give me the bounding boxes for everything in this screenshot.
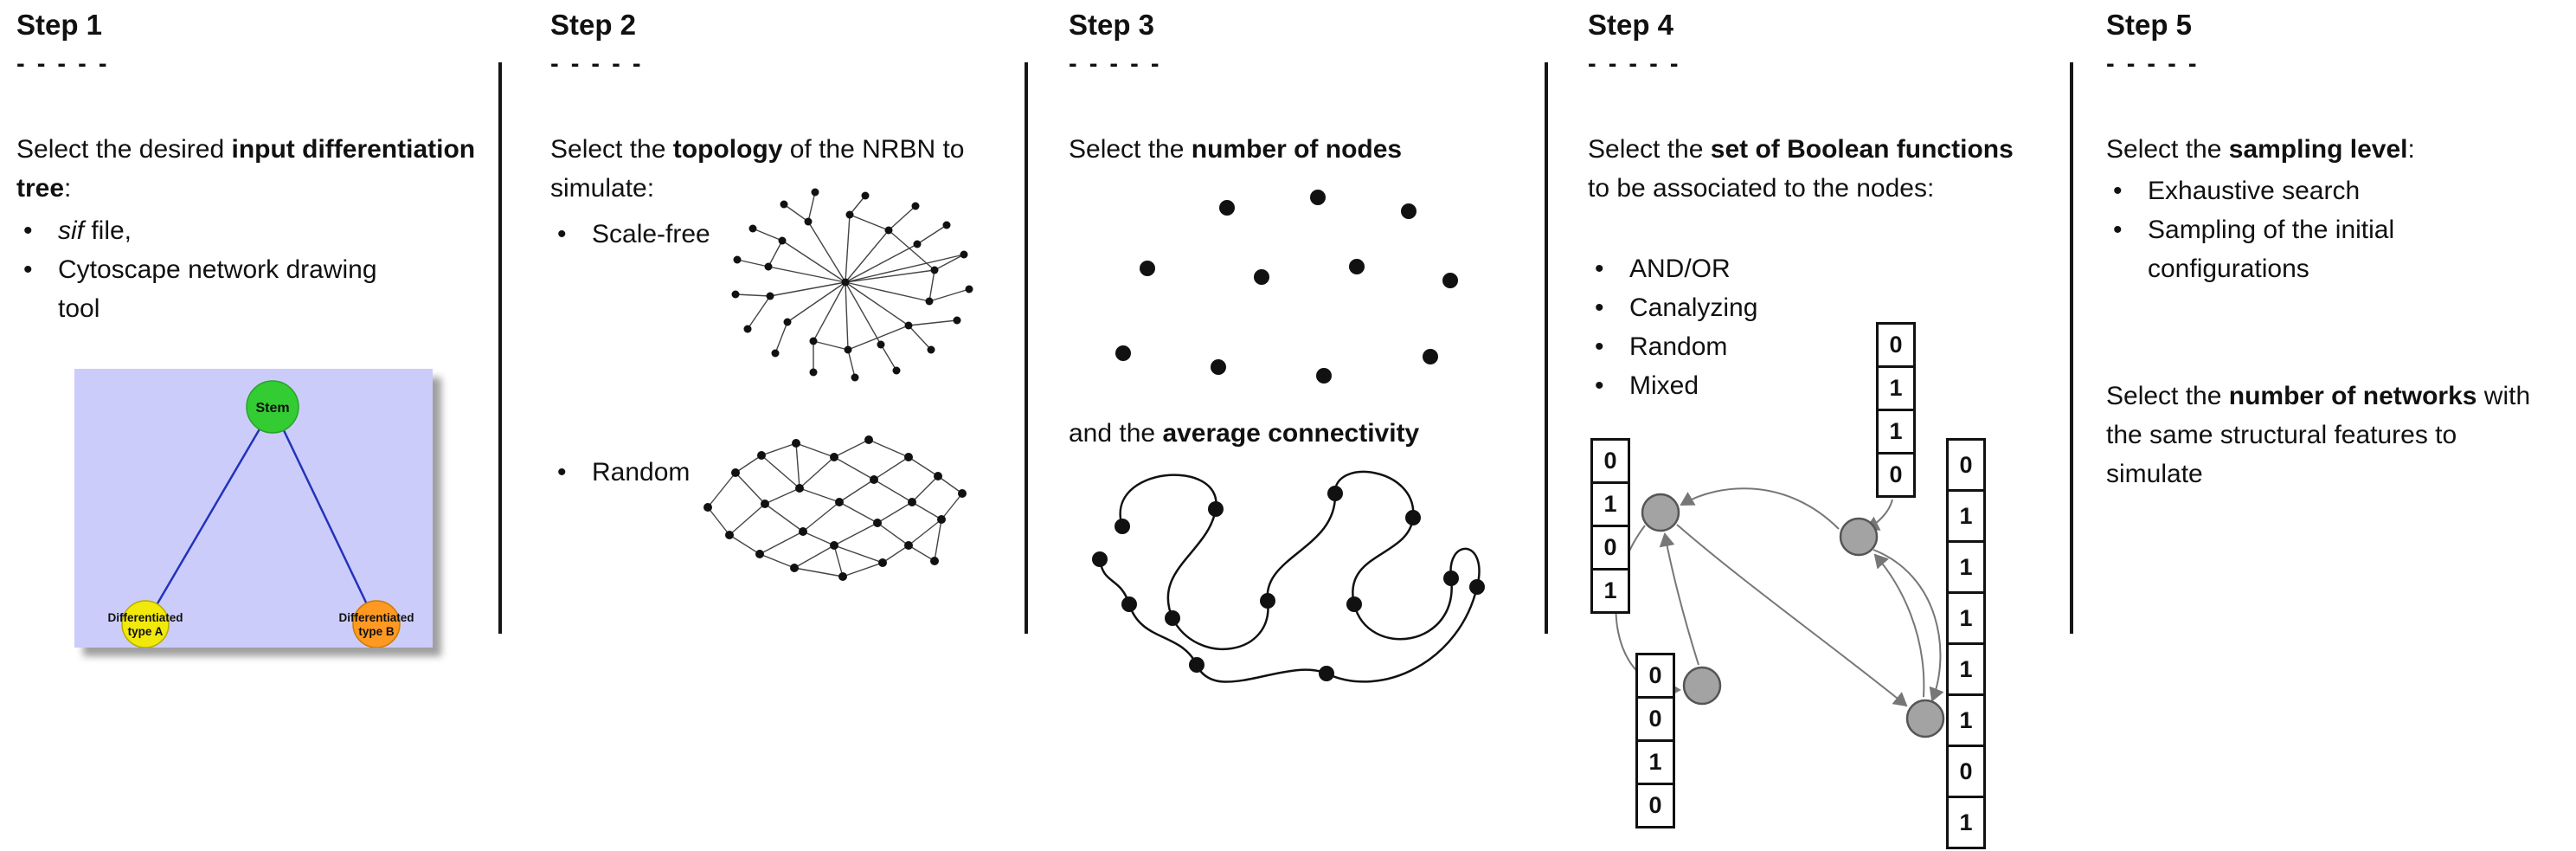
type-b-node <box>352 600 401 648</box>
truth-table-cell: 1 <box>1876 409 1916 455</box>
step2-intro: Select the topology of the NRBN to simul… <box>550 135 965 203</box>
step1-intro: Select the desired input differentiation… <box>16 135 476 203</box>
differentiation-tree-figure: Stem Differentiated type A Differentiate… <box>74 369 433 648</box>
tree-edge-a <box>144 406 274 625</box>
column-divider-4 <box>2070 62 2073 634</box>
step5-bullet-sampling: Sampling of the initial configurations <box>2106 210 2452 288</box>
stem-node <box>246 380 299 434</box>
step1-bullet-sif-file: sif file, <box>16 211 380 250</box>
truth-table-cell: 0 <box>1876 322 1916 368</box>
type-b-label-line2: type B <box>358 625 395 638</box>
truth-table-left: 0 1 0 1 <box>1590 438 1630 614</box>
step3-title: Step 3 <box>1069 9 1155 41</box>
boolean-network-illustration <box>1615 487 1945 738</box>
gray-node-1 <box>1641 493 1680 532</box>
step4-bullet-mixed: Mixed <box>1588 366 1951 405</box>
gray-node-2 <box>1839 517 1879 557</box>
step5-title: Step 5 <box>2106 9 2193 41</box>
truth-table-cell: 1 <box>1946 489 1986 543</box>
gray-node-4 <box>1905 699 1945 738</box>
step4-bullet-canalyzing: Canalyzing <box>1588 288 1951 327</box>
truth-table-cell: 0 <box>1635 696 1675 742</box>
differentiation-tree-svg: Stem Differentiated type A Differentiate… <box>74 369 433 648</box>
type-a-label-line1: Differentiated <box>107 611 183 624</box>
truth-table-cell: 0 <box>1590 438 1630 484</box>
column-divider-1 <box>498 62 502 634</box>
scale-free-network-illustration <box>731 188 973 382</box>
step5-intro: Select the sampling level: <box>2106 135 2415 164</box>
type-b-label-line1: Differentiated <box>338 611 414 624</box>
step5-dashes: - - - - - <box>2106 50 2200 78</box>
truth-table-cell: 0 <box>1946 438 1986 492</box>
step5-bullets: Exhaustive search Sampling of the initia… <box>2106 171 2452 288</box>
type-a-label-line2: type A <box>128 625 164 638</box>
step4-bullet-random: Random <box>1588 327 1951 366</box>
truth-table-cell: 1 <box>1590 481 1630 527</box>
step1-dashes: - - - - - <box>16 50 110 78</box>
stem-label: Stem <box>255 401 289 416</box>
step4-dashes: - - - - - <box>1588 50 1681 78</box>
truth-table-top: 0 1 1 0 <box>1876 322 1916 498</box>
step3-line1: Select the number of nodes <box>1069 135 1403 164</box>
step5-bullet-exhaustive: Exhaustive search <box>2106 171 2452 210</box>
truth-table-cell: 1 <box>1946 642 1986 696</box>
step1-bullets: sif file, Cytoscape network drawing tool <box>16 211 380 328</box>
truth-table-cell: 1 <box>1946 591 1986 645</box>
truth-table-bottom-left: 0 0 1 0 <box>1635 653 1675 828</box>
truth-table-cell: 1 <box>1876 365 1916 411</box>
truth-table-cell: 0 <box>1590 525 1630 571</box>
connectivity-illustration <box>1092 470 1485 683</box>
step5-second-paragraph: Select the number of networks with the s… <box>2106 382 2531 488</box>
step4-title: Step 4 <box>1588 9 1674 41</box>
step2-bullet-scale-free: Scale-free <box>550 215 851 254</box>
nodes-dots-illustration <box>1115 190 1458 384</box>
truth-table-cell: 0 <box>1635 653 1675 699</box>
step1-bullet-cytoscape: Cytoscape network drawing tool <box>16 250 380 328</box>
step2-bullet-random: Random <box>550 453 851 492</box>
type-a-node <box>121 600 170 648</box>
step3-dashes: - - - - - <box>1069 50 1162 78</box>
truth-table-cell: 1 <box>1946 693 1986 747</box>
truth-table-cell: 1 <box>1946 540 1986 594</box>
column-divider-3 <box>1545 62 1548 634</box>
truth-table-cell: 0 <box>1635 783 1675 828</box>
truth-table-cell: 1 <box>1635 739 1675 785</box>
step2-dashes: - - - - - <box>550 50 644 78</box>
tree-edge-b <box>271 406 378 625</box>
truth-table-cell: 0 <box>1876 452 1916 498</box>
truth-table-cell: 1 <box>1946 796 1986 849</box>
step2-title: Step 2 <box>550 9 637 41</box>
gray-node-3 <box>1682 666 1722 706</box>
truth-table-cell: 1 <box>1590 568 1630 614</box>
truth-table-cell: 0 <box>1946 745 1986 798</box>
column-divider-2 <box>1025 62 1028 634</box>
step1-title: Step 1 <box>16 9 103 41</box>
step4-bullet-andor: AND/OR <box>1588 249 1951 288</box>
step4-intro: Select the set of Boolean functions to b… <box>1588 135 2014 203</box>
step4-bullets: AND/OR Canalyzing Random Mixed <box>1588 249 1951 405</box>
random-network-illustration <box>703 435 967 581</box>
step3-line2: and the average connectivity <box>1069 419 1420 448</box>
truth-table-right: 0 1 1 1 1 1 0 1 <box>1946 438 1986 849</box>
